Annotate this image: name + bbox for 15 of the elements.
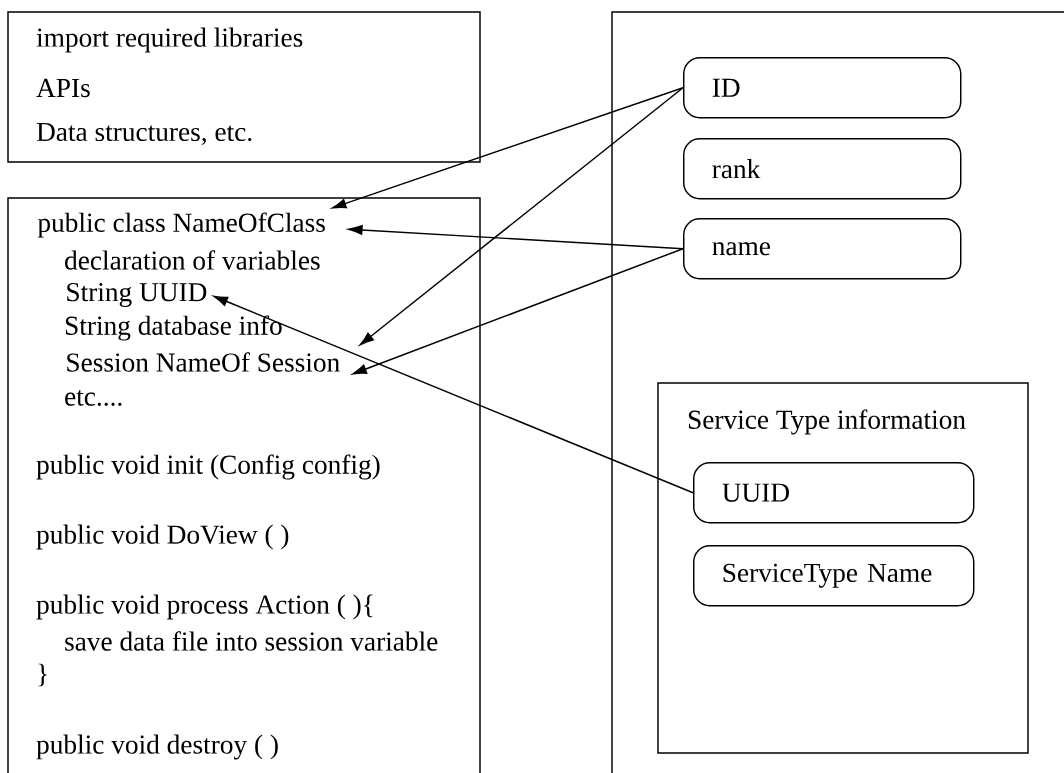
field-box: rank bbox=[683, 138, 962, 200]
code-line: String UUID bbox=[67, 283, 207, 307]
arrow bbox=[348, 225, 684, 250]
code-box: import required libraries APIs Data structures, etc. bbox=[7, 11, 481, 163]
arrow bbox=[359, 87, 684, 346]
field-box: ID bbox=[683, 57, 962, 119]
arrow bbox=[331, 87, 684, 209]
arrow bbox=[352, 248, 684, 375]
field-box: UUID bbox=[693, 462, 975, 524]
code-line: public class NameOfClass bbox=[37, 212, 325, 238]
field-box: ServiceType Name bbox=[693, 545, 975, 607]
field-box: name bbox=[683, 218, 962, 280]
code-line: Session NameOf Session bbox=[67, 352, 340, 372]
panel-frame bbox=[611, 11, 1064, 773]
arrow bbox=[213, 295, 694, 494]
